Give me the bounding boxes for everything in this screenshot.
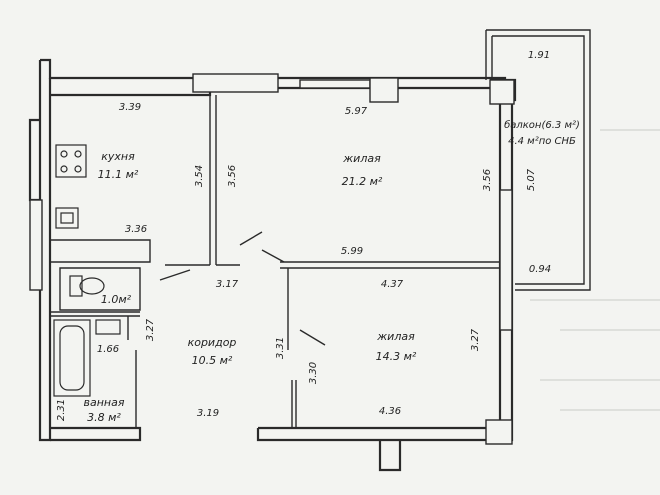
dim-kitchen-bottom: 3.36 (125, 224, 147, 235)
kitchen-area: 11.1 м² (98, 168, 139, 181)
dim-kitchen-top: 3.39 (119, 102, 141, 113)
windows (29, 73, 515, 445)
living-small-area: 14.3 м² (376, 350, 417, 363)
sink-icon (55, 207, 79, 229)
balcony-name: балкон(6.3 м²) (504, 119, 580, 131)
corridor-name: коридор (188, 336, 237, 349)
stove-icon (55, 144, 87, 178)
bathroom-area: 3.8 м² (87, 411, 121, 424)
dim-living-small-bottom: 4.36 (379, 406, 401, 417)
dim-corridor-top: 3.17 (216, 279, 239, 290)
dim-living-large-top: 5.97 (345, 106, 368, 117)
corridor-area: 10.5 м² (192, 354, 233, 367)
dim-kitchen-side-b: 3.56 (227, 165, 238, 187)
washbasin-icon (95, 319, 121, 335)
dim-corridor-right-a: 3.31 (275, 337, 286, 359)
bathtub-icon (53, 319, 91, 397)
dim-balcony-top: 1.91 (528, 50, 550, 61)
interior-walls (50, 95, 500, 428)
dim-bathroom-width: 1.66 (97, 344, 119, 355)
toilet-icon (69, 275, 105, 297)
dim-corridor-side: 3.27 (145, 318, 156, 341)
dim-kitchen-side-a: 3.54 (194, 165, 205, 187)
dim-living-small-right: 3.27 (470, 328, 481, 351)
living-large-name: жилая (342, 152, 381, 165)
living-large-area: 21.2 м² (342, 175, 383, 188)
dim-corridor-right-b: 3.30 (308, 362, 319, 384)
bathroom-name: ванная (84, 396, 125, 409)
dim-balcony-bottom: 0.94 (529, 264, 551, 275)
balcony-note: 4.4 м²по СНБ (508, 136, 576, 147)
dim-bathroom-height: 2.31 (56, 399, 67, 421)
background-lines (530, 129, 660, 411)
dim-living-large-right: 3.56 (482, 169, 493, 191)
dim-balcony-side: 5.07 (526, 168, 537, 191)
kitchen-name: кухня (101, 150, 135, 163)
dim-living-small-top: 4.37 (381, 279, 404, 290)
dim-living-divider: 5.99 (341, 246, 363, 257)
wc-area: 1.0м² (101, 293, 132, 306)
balcony-outline (485, 29, 591, 291)
dim-corridor-bottom: 3.19 (197, 408, 219, 419)
living-small-name: жилая (376, 330, 415, 343)
